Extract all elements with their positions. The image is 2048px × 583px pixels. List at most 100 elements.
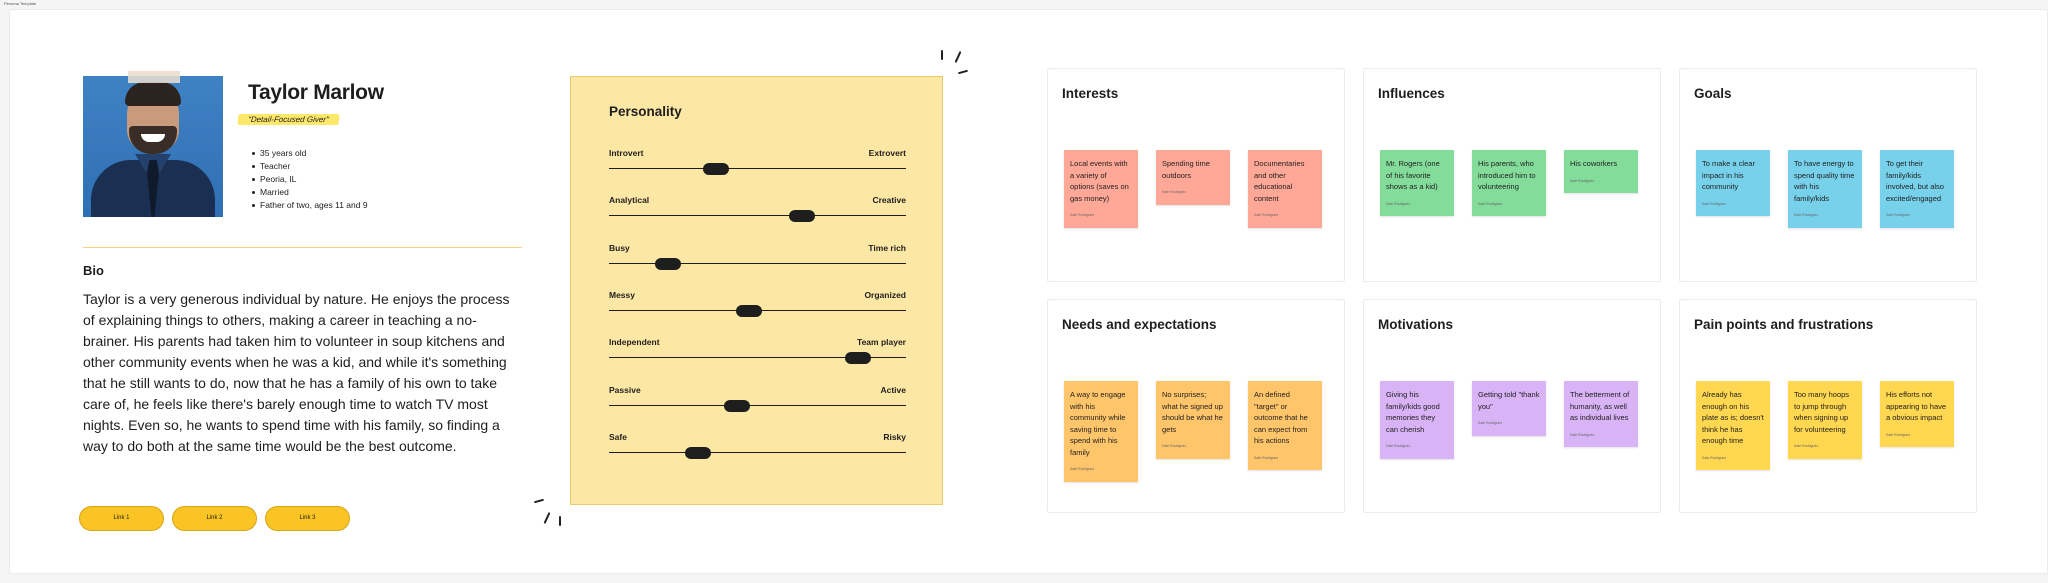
sticky-note[interactable]: Too many hoops to jump through when sign… <box>1788 381 1862 459</box>
slider-track[interactable] <box>609 452 906 453</box>
fact-item: Teacher <box>252 160 368 173</box>
sticky-note[interactable]: An defined "target" or outcome that he c… <box>1248 381 1322 470</box>
sticky-author: Kate Rodriguez <box>1794 213 1819 217</box>
sticky-text: To make a clear impact in his community <box>1702 159 1755 191</box>
sticky-author: Kate Rodriguez <box>1386 444 1411 448</box>
trait-right-label: Active <box>880 385 906 395</box>
sticky-author: Kate Rodriguez <box>1386 201 1411 206</box>
trait-slider: Safe Risky <box>609 432 906 462</box>
sticky-note[interactable]: Documentaries and other educational cont… <box>1248 150 1322 228</box>
slider-track[interactable] <box>609 215 906 216</box>
trait-slider: Messy Organized <box>609 290 906 320</box>
board-title: Influences <box>1378 86 1445 101</box>
trait-right-label: Team player <box>857 337 906 347</box>
slider-track[interactable] <box>609 405 906 406</box>
board-title: Interests <box>1062 86 1119 101</box>
persona-name: Taylor Marlow <box>248 81 384 104</box>
slider-handle[interactable] <box>723 400 750 412</box>
sticky-note[interactable]: To have energy to spend quality time wit… <box>1788 150 1862 228</box>
sticky-note[interactable]: A way to engage with his community while… <box>1064 381 1138 482</box>
slider-handle[interactable] <box>735 305 762 317</box>
divider <box>83 247 522 248</box>
bio-text: Taylor is a very generous individual by … <box>83 291 510 454</box>
trait-right-label: Risky <box>883 432 906 442</box>
fact-item: Married <box>252 186 368 199</box>
sticky-note[interactable]: Giving his family/kids good memories the… <box>1380 381 1454 459</box>
sticky-note[interactable]: No surprises; what he signed up should b… <box>1156 381 1230 459</box>
sparkle-decoration <box>559 516 561 526</box>
sticky-note[interactable]: Mr. Rogers (one of his favorite shows as… <box>1380 150 1454 216</box>
link-3-button[interactable]: Link 3 <box>265 506 350 531</box>
sticky-author: Kate Rodriguez <box>1570 432 1595 437</box>
trait-left-label: Busy <box>609 243 630 253</box>
bio-heading: Bio <box>83 263 104 278</box>
sticky-note[interactable]: Getting told "thank you" Kate Rodriguez <box>1472 381 1546 436</box>
sticky-author: Kate Rodriguez <box>1254 213 1279 217</box>
persona-facts: 35 years old Teacher Peoria, IL Married … <box>252 147 368 212</box>
sticky-note[interactable]: His efforts not appearing to have a obvi… <box>1880 381 1954 447</box>
sticky-text: His efforts not appearing to have a obvi… <box>1886 390 1947 422</box>
tape-strip <box>128 71 180 83</box>
sticky-author: Kate Rodriguez <box>1478 421 1503 425</box>
fact-item: Peoria, IL <box>252 173 368 186</box>
sticky-text: His coworkers <box>1570 159 1618 168</box>
trait-slider: Independent Team player <box>609 337 906 367</box>
sticky-author: Kate Rodriguez <box>1478 201 1503 206</box>
sticky-author: Kate Rodriguez <box>1254 455 1279 460</box>
sticky-note[interactable]: His parents, who introduced him to volun… <box>1472 150 1546 216</box>
slider-handle[interactable] <box>655 258 682 270</box>
trait-left-label: Passive <box>609 385 641 395</box>
sticky-text: Giving his family/kids good memories the… <box>1386 390 1440 434</box>
sticky-author: Kate Rodriguez <box>1162 444 1187 448</box>
sticky-author: Kate Rodriguez <box>1162 190 1187 194</box>
sticky-text: An defined "target" or outcome that he c… <box>1254 390 1308 445</box>
sticky-text: A way to engage with his community while… <box>1070 390 1126 457</box>
slider-track[interactable] <box>609 357 906 358</box>
sticky-text: Local events with a variety of options (… <box>1070 159 1129 203</box>
sticky-author: Kate Rodriguez <box>1070 467 1095 471</box>
trait-slider: Passive Active <box>609 385 906 415</box>
sticky-author: Kate Rodriguez <box>1070 213 1095 217</box>
trait-right-label: Organized <box>864 290 906 300</box>
frame-label: Persona Template <box>4 1 37 6</box>
link-2-button[interactable]: Link 2 <box>172 506 257 531</box>
sticky-text: The betterment of humanity, as well as i… <box>1570 390 1630 422</box>
board-title: Goals <box>1694 86 1732 101</box>
trait-right-label: Extrovert <box>868 148 906 158</box>
sticky-text: To get their family/kids involved, but a… <box>1886 159 1944 203</box>
trait-left-label: Analytical <box>609 195 650 205</box>
board-title: Needs and expectations <box>1062 317 1217 332</box>
slider-handle[interactable] <box>789 210 816 222</box>
sticky-text: Documentaries and other educational cont… <box>1254 159 1305 203</box>
sticky-note[interactable]: Already has enough on his plate as is; d… <box>1696 381 1770 470</box>
sticky-text: No surprises; what he signed up should b… <box>1162 390 1223 434</box>
sticky-note[interactable]: Local events with a variety of options (… <box>1064 150 1138 228</box>
trait-left-label: Independent <box>609 337 660 347</box>
slider-track[interactable] <box>609 168 906 169</box>
slider-handle[interactable] <box>702 163 729 175</box>
trait-left-label: Safe <box>609 432 627 442</box>
sticky-author: Kate Rodriguez <box>1886 432 1911 437</box>
sticky-text: Spending time outdoors <box>1162 159 1210 180</box>
trait-left-label: Messy <box>609 290 635 300</box>
slider-handle[interactable] <box>685 447 712 459</box>
personality-title: Personality <box>609 104 682 119</box>
sticky-note[interactable]: The betterment of humanity, as well as i… <box>1564 381 1638 447</box>
sticky-text: Getting told "thank you" <box>1478 390 1540 411</box>
link-1-button[interactable]: Link 1 <box>79 506 164 531</box>
sticky-text: To have energy to spend quality time wit… <box>1794 159 1855 203</box>
profile-photo <box>83 76 223 217</box>
slider-handle[interactable] <box>845 352 872 364</box>
sticky-note[interactable]: To get their family/kids involved, but a… <box>1880 150 1954 228</box>
sticky-text: Too many hoops to jump through when sign… <box>1794 390 1850 434</box>
sticky-text: His parents, who introduced him to volun… <box>1478 159 1536 191</box>
sticky-author: Kate Rodriguez <box>1794 444 1819 448</box>
slider-track[interactable] <box>609 263 906 264</box>
board-title: Motivations <box>1378 317 1454 332</box>
